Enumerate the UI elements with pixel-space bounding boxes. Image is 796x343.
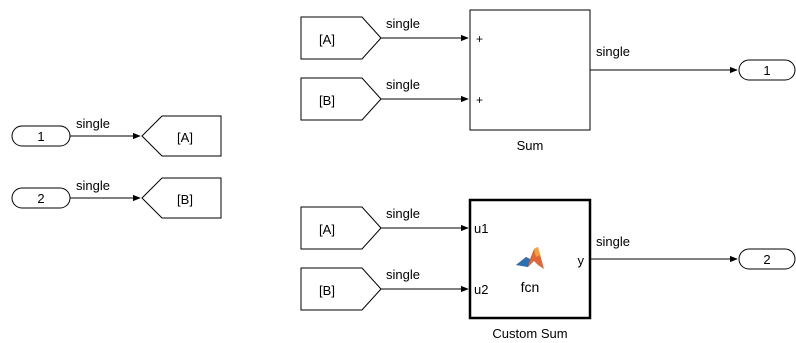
goto-b-block[interactable]: [B] bbox=[141, 177, 222, 219]
signal-label: single bbox=[596, 44, 630, 59]
fcn-function-name: fcn bbox=[521, 279, 540, 295]
outport-1-number: 1 bbox=[763, 63, 770, 78]
from-b-sum-block[interactable]: [B] bbox=[300, 77, 382, 121]
signal-label: single bbox=[386, 206, 420, 221]
fcn-input-u2: u2 bbox=[474, 282, 488, 297]
signal-label: single bbox=[386, 267, 420, 282]
fcn-input-u1: u1 bbox=[474, 221, 488, 236]
goto-a-block[interactable]: [A] bbox=[141, 115, 222, 157]
matlab-logo-icon bbox=[516, 247, 544, 269]
outport-2-number: 2 bbox=[763, 252, 770, 267]
goto-b-tag: [B] bbox=[177, 192, 193, 207]
outport-1-block[interactable]: 1 bbox=[738, 59, 796, 81]
signal-label: single bbox=[386, 16, 420, 31]
from-a-fcn-block[interactable]: [A] bbox=[300, 206, 382, 250]
signal-label: single bbox=[386, 77, 420, 92]
sum-sign-plus-1: + bbox=[476, 32, 483, 46]
outport-2-block[interactable]: 2 bbox=[738, 248, 796, 270]
from-b-sum-tag: [B] bbox=[319, 93, 335, 108]
inport-1-number: 1 bbox=[37, 129, 44, 144]
from-a-sum-tag: [A] bbox=[319, 32, 335, 47]
custom-sum-block[interactable]: u1 u2 y fcn bbox=[468, 198, 592, 320]
from-a-sum-block[interactable]: [A] bbox=[300, 16, 382, 60]
signal-label: single bbox=[76, 116, 110, 131]
from-b-fcn-block[interactable]: [B] bbox=[300, 267, 382, 311]
inport-1-block[interactable]: 1 bbox=[11, 125, 71, 147]
custom-sum-block-name: Custom Sum bbox=[492, 326, 567, 341]
inport-2-number: 2 bbox=[37, 191, 44, 206]
inport-2-block[interactable]: 2 bbox=[11, 187, 71, 209]
goto-a-tag: [A] bbox=[177, 130, 193, 145]
from-b-fcn-tag: [B] bbox=[319, 283, 335, 298]
fcn-output-y: y bbox=[578, 253, 585, 268]
sum-sign-plus-2: + bbox=[476, 93, 483, 107]
from-a-fcn-tag: [A] bbox=[319, 222, 335, 237]
signal-label: single bbox=[76, 178, 110, 193]
signal-label: single bbox=[596, 234, 630, 249]
sum-block-name: Sum bbox=[517, 138, 544, 153]
sum-block[interactable]: + + bbox=[469, 9, 591, 131]
